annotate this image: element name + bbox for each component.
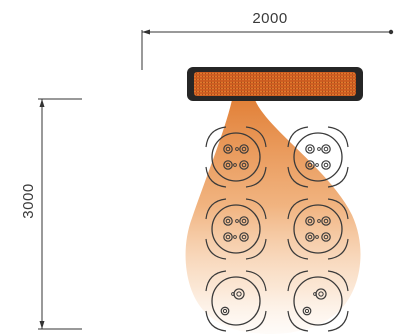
plate-inner bbox=[241, 234, 247, 240]
chair bbox=[205, 126, 227, 148]
chair bbox=[205, 238, 227, 260]
plate-inner bbox=[222, 308, 228, 314]
plate bbox=[305, 144, 315, 154]
glass bbox=[313, 292, 317, 296]
chair bbox=[327, 126, 349, 148]
plate-inner bbox=[225, 234, 231, 240]
width-dimension: 2000 bbox=[141, 10, 394, 70]
plate-inner bbox=[225, 146, 231, 152]
plate bbox=[223, 144, 233, 154]
plate-inner bbox=[307, 162, 313, 168]
chair bbox=[245, 166, 267, 188]
dining-table-6 bbox=[287, 270, 349, 332]
depth-arrow-bottom bbox=[39, 321, 45, 329]
plate bbox=[239, 144, 249, 154]
plate-inner bbox=[307, 146, 313, 152]
glass bbox=[315, 163, 319, 167]
glass bbox=[235, 219, 239, 223]
glass bbox=[235, 147, 239, 151]
heater-element bbox=[194, 72, 356, 96]
plate bbox=[305, 232, 315, 242]
plate bbox=[223, 232, 233, 242]
glass bbox=[317, 219, 321, 223]
table-top bbox=[293, 276, 343, 326]
plate bbox=[239, 232, 249, 242]
dining-table-4 bbox=[287, 198, 349, 260]
plate-inner bbox=[307, 218, 313, 224]
heater-unit bbox=[187, 67, 363, 101]
heat-cone bbox=[185, 100, 361, 334]
chair bbox=[287, 238, 309, 260]
plate bbox=[223, 160, 233, 170]
dining-table-3 bbox=[205, 198, 267, 260]
glass bbox=[233, 235, 237, 239]
chair bbox=[287, 270, 309, 292]
chair bbox=[245, 198, 267, 220]
width-endpoint bbox=[388, 29, 394, 35]
plate-inner bbox=[304, 308, 310, 314]
dining-table-5 bbox=[205, 270, 267, 332]
chair bbox=[245, 126, 267, 148]
chair bbox=[205, 310, 227, 332]
table-top bbox=[293, 132, 343, 182]
plate-inner bbox=[236, 291, 242, 297]
table-top bbox=[293, 204, 343, 254]
plate bbox=[239, 216, 249, 226]
depth-label: 3000 bbox=[20, 183, 37, 218]
plate-inner bbox=[225, 162, 231, 168]
plate bbox=[305, 160, 315, 170]
chair bbox=[327, 310, 349, 332]
chair bbox=[205, 166, 227, 188]
chair bbox=[327, 270, 349, 292]
plate-inner bbox=[323, 234, 329, 240]
plate-inner bbox=[323, 146, 329, 152]
table-top bbox=[211, 132, 261, 182]
glass bbox=[231, 292, 235, 296]
plate-inner bbox=[241, 162, 247, 168]
glass bbox=[233, 163, 237, 167]
glass bbox=[315, 235, 319, 239]
plate-inner bbox=[323, 162, 329, 168]
plate bbox=[305, 216, 315, 226]
chair bbox=[327, 198, 349, 220]
chair bbox=[245, 270, 267, 292]
plate-inner bbox=[241, 146, 247, 152]
dining-table-1 bbox=[205, 126, 267, 188]
plate bbox=[321, 232, 331, 242]
chair bbox=[205, 198, 227, 220]
chair bbox=[287, 166, 309, 188]
chair bbox=[327, 238, 349, 260]
table-top bbox=[211, 204, 261, 254]
chair bbox=[287, 126, 309, 148]
dining-table-2 bbox=[287, 126, 349, 188]
chair bbox=[245, 310, 267, 332]
glass bbox=[317, 147, 321, 151]
width-label: 2000 bbox=[252, 10, 287, 27]
plate bbox=[302, 306, 312, 316]
chair bbox=[327, 166, 349, 188]
chair bbox=[287, 198, 309, 220]
plate bbox=[239, 160, 249, 170]
table-top bbox=[211, 276, 261, 326]
tables-group bbox=[205, 126, 349, 332]
plate-inner bbox=[318, 291, 324, 297]
chair bbox=[245, 238, 267, 260]
plate bbox=[321, 144, 331, 154]
plate-inner bbox=[225, 218, 231, 224]
depth-arrow-top bbox=[39, 99, 45, 107]
plate-inner bbox=[323, 218, 329, 224]
chair bbox=[287, 310, 309, 332]
plate bbox=[220, 306, 230, 316]
plate bbox=[321, 160, 331, 170]
plate bbox=[223, 216, 233, 226]
width-arrow-left bbox=[142, 29, 150, 35]
plate bbox=[321, 216, 331, 226]
chair bbox=[205, 270, 227, 292]
plate-inner bbox=[241, 218, 247, 224]
depth-dimension: 3000 bbox=[20, 98, 82, 330]
plate-inner bbox=[307, 234, 313, 240]
